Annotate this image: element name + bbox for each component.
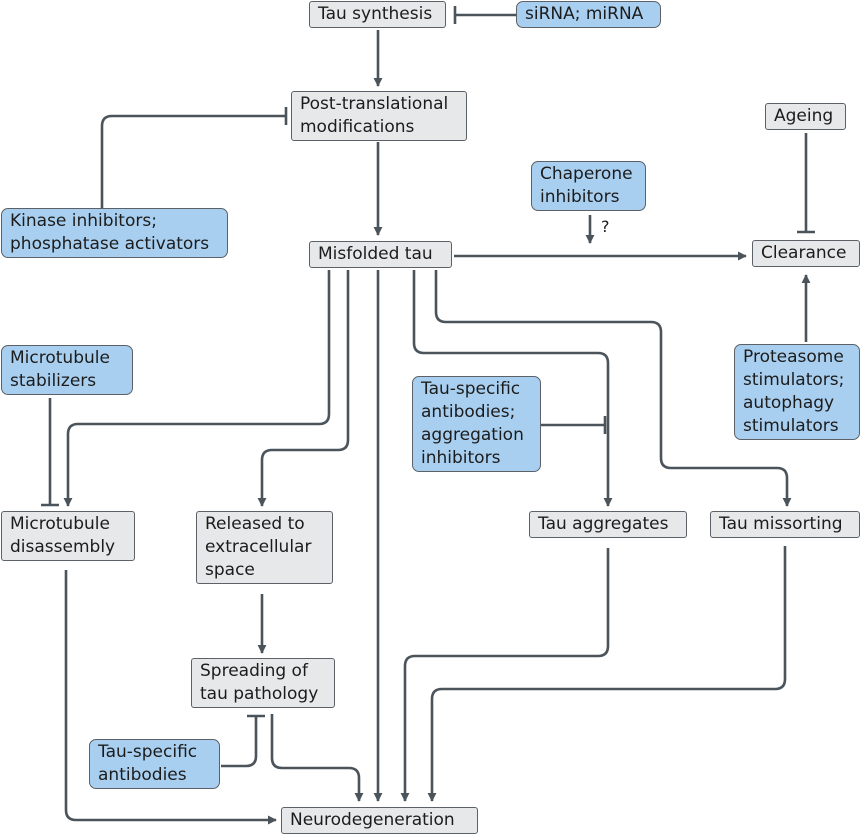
node-label: antibodies; xyxy=(421,402,516,422)
node-label: stimulators; xyxy=(743,370,845,390)
node-ageing: Ageing xyxy=(765,103,846,130)
node-label: tau pathology xyxy=(200,684,319,704)
node-tau-specific-aggregation-inhibitors: Tau-specific antibodies; aggregation inh… xyxy=(412,376,541,472)
node-chaperone-inhibitors: Chaperone inhibitors xyxy=(531,161,646,211)
edge-misfolded-to-missorting xyxy=(434,270,792,507)
node-microtubule-stabilizers: Microtubule stabilizers xyxy=(1,345,133,395)
edge-misfolded-to-aggregates xyxy=(412,270,613,507)
edge-spreading-to-neurodegeneration xyxy=(270,714,364,802)
node-tau-synthesis: Tau synthesis xyxy=(309,1,446,28)
node-misfolded-tau: Misfolded tau xyxy=(309,241,452,268)
edge-aggregates-to-neurodegeneration xyxy=(400,548,610,802)
node-neurodegeneration: Neurodegeneration xyxy=(281,807,478,834)
edge-antibodies-inhibit-spreading xyxy=(221,716,258,768)
node-label: Ageing xyxy=(774,106,834,126)
edge-misfolded-to-mt-disassembly xyxy=(63,270,331,507)
node-label: Neurodegeneration xyxy=(290,810,455,830)
node-label: Clearance xyxy=(761,243,847,263)
node-label: inhibitors xyxy=(540,187,620,207)
edge-missorting-to-neurodegeneration xyxy=(427,546,787,802)
node-label: space xyxy=(205,560,255,580)
node-label: autophagy xyxy=(743,393,835,413)
node-label: Misfolded tau xyxy=(318,244,433,264)
node-label: stabilizers xyxy=(10,371,97,391)
node-label: inhibitors xyxy=(421,448,501,468)
node-label: Tau missorting xyxy=(719,514,843,534)
node-label: stimulators xyxy=(743,416,839,436)
node-clearance: Clearance xyxy=(752,240,860,267)
node-label: antibodies xyxy=(98,765,187,785)
edge-mt-disassembly-to-neurodegeneration xyxy=(64,570,277,825)
node-post-translational: Post-translational modifications xyxy=(291,91,467,141)
node-proteasome-stimulators: Proteasome stimulators; autophagy stimul… xyxy=(734,344,860,440)
node-label: Tau synthesis xyxy=(318,4,433,24)
node-label: Microtubule xyxy=(10,348,110,368)
node-label: Chaperone xyxy=(540,164,633,184)
edge-misfolded-to-released xyxy=(257,270,350,507)
node-label: Proteasome xyxy=(743,347,844,367)
node-microtubule-disassembly: Microtubule disassembly xyxy=(1,511,135,561)
node-sirna-mirna: siRNA; miRNA xyxy=(516,1,661,28)
node-label: disassembly xyxy=(10,537,116,557)
node-label: Kinase inhibitors; xyxy=(10,211,157,231)
node-spreading-pathology: Spreading of tau pathology xyxy=(191,658,335,708)
node-label: Tau aggregates xyxy=(538,514,669,534)
node-label: siRNA; miRNA xyxy=(525,4,644,24)
node-label: Released to xyxy=(205,514,305,534)
node-label: Tau-specific xyxy=(98,742,198,762)
node-label: aggregation xyxy=(421,425,524,445)
node-tau-missorting: Tau missorting xyxy=(710,511,860,538)
node-tau-specific-antibodies: Tau-specific antibodies xyxy=(89,739,220,789)
node-label: Spreading of xyxy=(200,661,308,681)
node-label: extracellular xyxy=(205,537,312,557)
node-kinase-inhibitors: Kinase inhibitors; phosphatase activator… xyxy=(1,208,228,258)
node-released-extracellular: Released to extracellular space xyxy=(196,511,333,584)
node-label: Tau-specific xyxy=(421,379,521,399)
chaperone-uncertain-mark: ? xyxy=(601,217,610,236)
edge-kinase-inhibits-ptm xyxy=(100,114,286,208)
node-tau-aggregates: Tau aggregates xyxy=(529,511,687,538)
node-label: Post-translational xyxy=(300,94,449,114)
node-label: Microtubule xyxy=(10,514,110,534)
node-label: modifications xyxy=(300,117,415,137)
node-label: phosphatase activators xyxy=(10,234,210,254)
